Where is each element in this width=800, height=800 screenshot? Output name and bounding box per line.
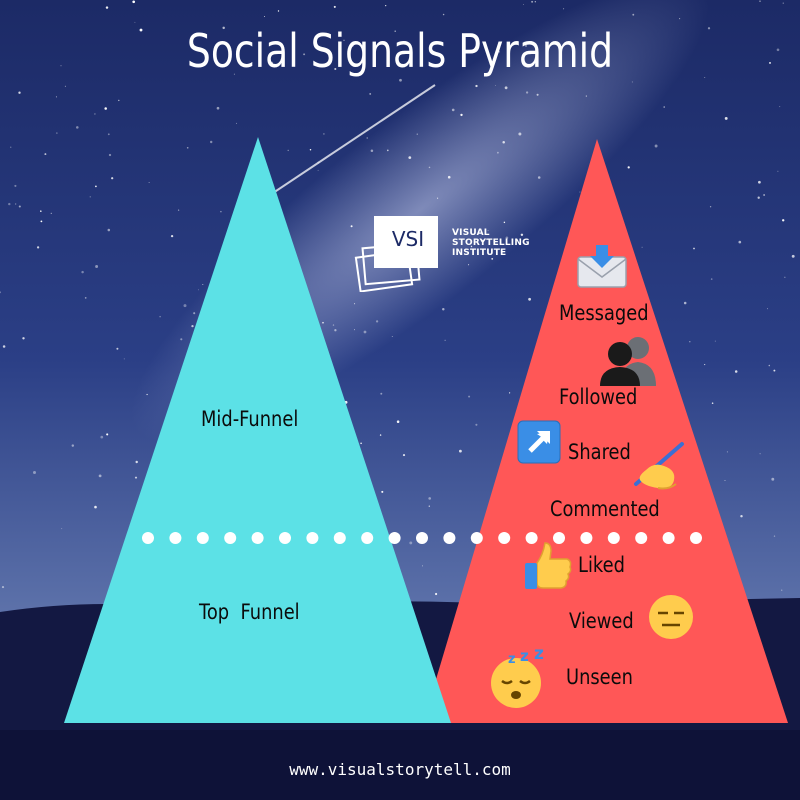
incoming-envelope-icon: [577, 245, 627, 288]
svg-text:z: z: [508, 652, 516, 667]
signal-viewed-label: Viewed: [569, 609, 634, 633]
signal-liked-label: Liked: [578, 553, 625, 577]
divider-dot: [416, 532, 428, 544]
divider-dot: [196, 532, 209, 544]
signal-followed-label: Followed: [559, 385, 638, 409]
funnel-divider-dots: [142, 532, 702, 544]
shooting-star: [254, 84, 436, 206]
divider-dot: [635, 532, 648, 544]
divider-dot: [142, 532, 154, 544]
vsi-logo-icon: [354, 216, 438, 292]
divider-dot: [251, 532, 264, 544]
divider-dot: [279, 532, 291, 544]
left-pyramid: [64, 137, 451, 723]
page-title: Social Signals Pyramid: [186, 24, 614, 78]
mid-funnel-label: Mid-Funnel: [201, 407, 299, 431]
divider-dot: [690, 532, 702, 544]
svg-text:z: z: [520, 647, 529, 665]
top-funnel-label: Top Funnel: [199, 600, 300, 624]
logo-mark: VSI: [391, 227, 425, 251]
logo-line-2: STORYTELLING: [452, 238, 530, 248]
divider-dot: [169, 532, 182, 544]
logo-line-1: VISUAL: [452, 228, 490, 238]
right-pyramid: [423, 139, 788, 723]
divider-dot: [470, 532, 483, 544]
divider-dot: [388, 532, 401, 544]
divider-dot: [498, 532, 511, 544]
expressionless-face-icon: [649, 595, 693, 639]
divider-dot: [443, 532, 456, 544]
divider-dot: [361, 532, 374, 544]
sleeping-face-icon: z z z: [491, 647, 544, 708]
divider-dot: [333, 532, 346, 544]
divider-dot: [224, 532, 237, 544]
thumbs-up-icon: [525, 542, 572, 589]
divider-dot: [580, 532, 593, 544]
logo-line-3: INSTITUTE: [452, 248, 507, 258]
signal-unseen-label: Unseen: [566, 665, 633, 689]
signal-shared-label: Shared: [568, 440, 631, 464]
footer-url: www.visualstorytell.com: [289, 760, 511, 779]
divider-dot: [553, 532, 565, 544]
divider-dot: [306, 532, 319, 544]
divider-dot: [525, 532, 538, 544]
divider-dot: [607, 532, 620, 544]
divider-dot: [662, 532, 675, 544]
svg-text:z: z: [534, 647, 544, 664]
writing-hand-icon: [634, 442, 684, 490]
arrow-up-right-icon: [517, 420, 561, 464]
people-silhouette-icon: [600, 337, 656, 386]
signal-messaged-label: Messaged: [559, 301, 649, 325]
signal-commented-label: Commented: [550, 497, 660, 521]
